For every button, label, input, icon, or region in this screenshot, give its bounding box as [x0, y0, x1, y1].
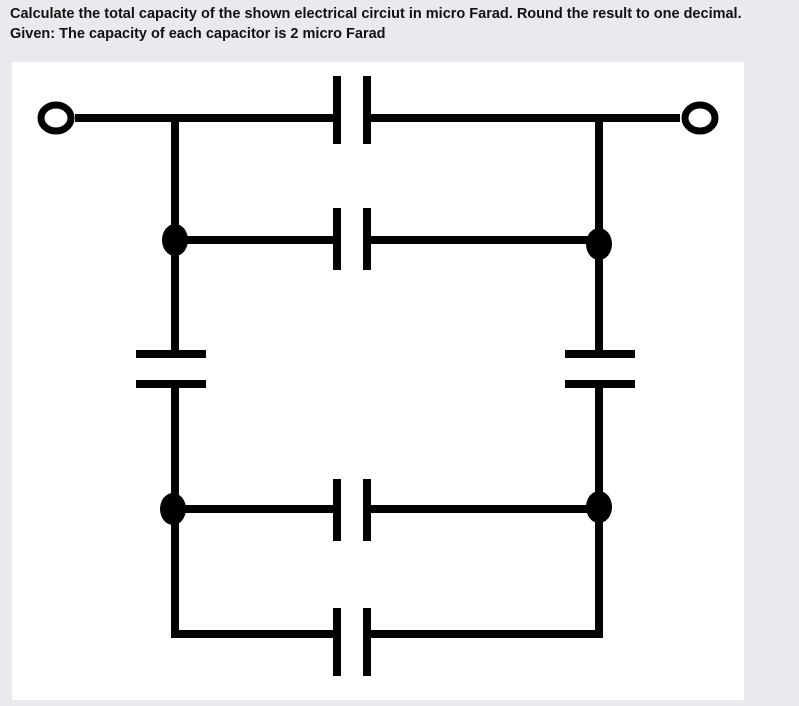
circuit-diagram	[37, 76, 719, 676]
junction-dot	[586, 491, 612, 523]
terminal-right	[681, 101, 719, 135]
capacitor-branch3	[333, 479, 371, 541]
junction-dot	[586, 228, 612, 260]
question-text: Calculate the total capacity of the show…	[10, 4, 795, 44]
capacitor-top	[333, 76, 371, 144]
circuit-figure	[12, 62, 744, 700]
capacitor-right-vertical	[565, 350, 635, 388]
junction-dot	[160, 493, 186, 525]
capacitor-branch2	[333, 208, 371, 270]
junction-dot	[162, 224, 188, 256]
terminal-left	[37, 101, 75, 135]
capacitor-bottom	[333, 608, 371, 676]
capacitor-left-vertical	[136, 350, 206, 388]
question-line-2: Given: The capacity of each capacitor is…	[10, 26, 386, 42]
question-line-1: Calculate the total capacity of the show…	[10, 6, 742, 22]
